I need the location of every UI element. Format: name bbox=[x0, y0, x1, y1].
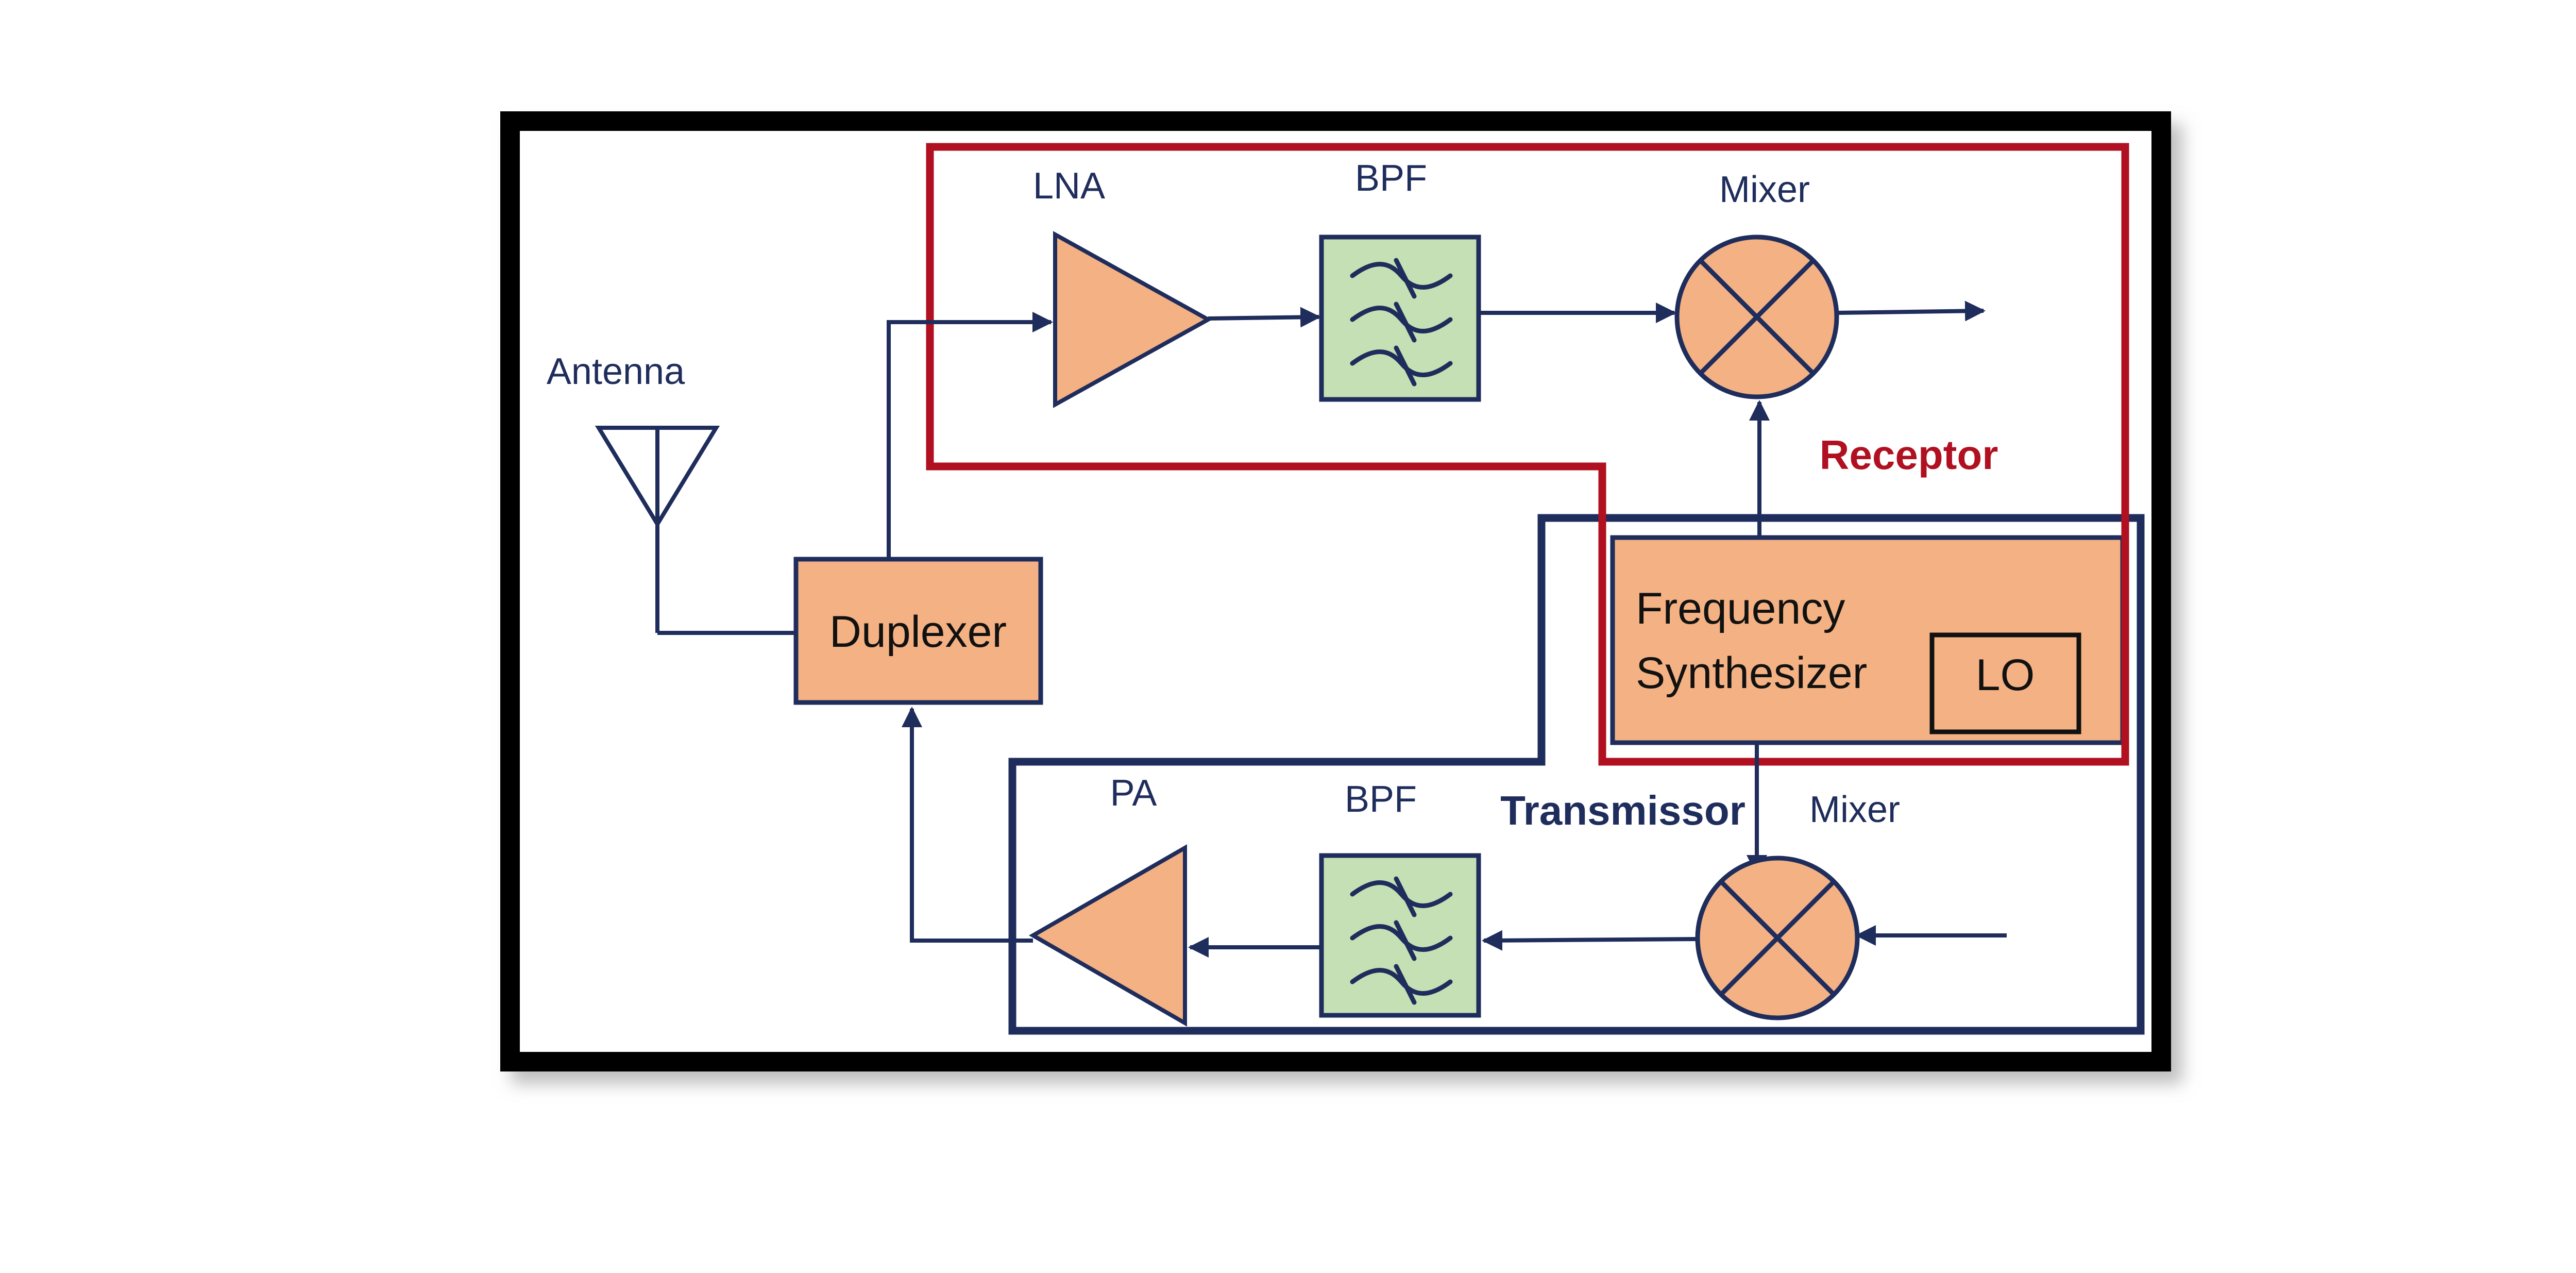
duplexer-lna-wire bbox=[887, 312, 1053, 559]
frequency-synthesizer-label-line1: Frequency bbox=[1636, 584, 1845, 633]
frequency-synthesizer-label-line2: Synthesizer bbox=[1636, 648, 1867, 698]
receptor-boundary bbox=[926, 143, 2129, 766]
pa-duplexer-wire bbox=[902, 707, 1033, 943]
mixer-bpf-tx-wire bbox=[1482, 930, 1698, 951]
duplexer-block bbox=[793, 557, 1043, 705]
duplexer-label: Duplexer bbox=[829, 607, 1007, 657]
lna-bpf-wire bbox=[1208, 307, 1321, 328]
bpf-tx-icon bbox=[1319, 853, 1481, 1018]
transmissor-label: Transmissor bbox=[1500, 788, 1745, 833]
antenna-icon bbox=[595, 426, 720, 633]
lna-amplifier-icon bbox=[1053, 231, 1213, 408]
receptor-label: Receptor bbox=[1820, 432, 1998, 478]
mixer-tx-label: Mixer bbox=[1809, 789, 1900, 830]
mixer-rx-output-wire bbox=[1836, 300, 1986, 322]
bpf-rx-label: BPF bbox=[1355, 158, 1427, 199]
pa-label: PA bbox=[1110, 773, 1157, 814]
bpf-tx-label: BPF bbox=[1345, 779, 1417, 820]
lna-label: LNA bbox=[1033, 165, 1105, 207]
lo-block bbox=[1929, 632, 2081, 734]
lo-label: LO bbox=[1976, 650, 2035, 700]
pa-amplifier-icon bbox=[1028, 844, 1187, 1027]
transmissor-boundary bbox=[1008, 514, 2145, 1035]
mixer-rx-label: Mixer bbox=[1719, 169, 1810, 210]
mixer-rx-icon bbox=[1674, 234, 1839, 399]
frequency-synthesizer-block bbox=[1610, 535, 2125, 745]
antenna-label: Antenna bbox=[547, 351, 685, 392]
mixer-tx-icon bbox=[1695, 856, 1860, 1020]
bpf-rx-icon bbox=[1319, 234, 1481, 402]
